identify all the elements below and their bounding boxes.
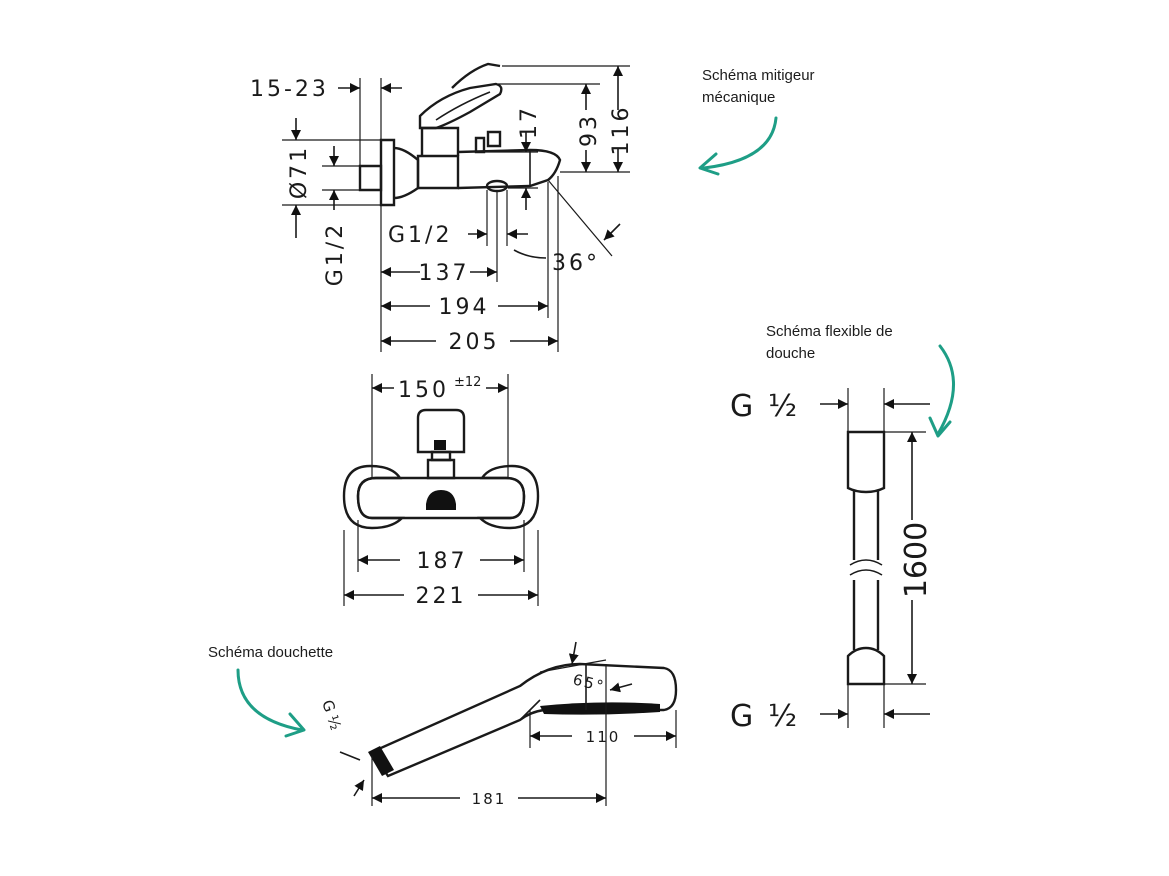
annotation-handshower-label: Schéma douchette: [208, 644, 334, 661]
mixer-side-view: 15-23 116 93 17 Ø71 G1/2: [250, 62, 634, 355]
annotation-arrow-mixer: [698, 116, 778, 176]
dim-137-label: 137: [419, 261, 470, 286]
hose-top-g-fraction: ½: [768, 389, 797, 424]
mixer-front-view: 150 ±12 187 221: [342, 374, 540, 609]
dim-110-label: 110: [586, 728, 621, 746]
annotation-arrow-handshower: [236, 668, 306, 738]
dim-g12-vertical-label: G1/2: [323, 222, 348, 286]
dim-150-label: 150: [398, 378, 449, 403]
dim-17-label: 17: [517, 105, 542, 139]
handshower-g-label: G: [318, 698, 339, 717]
handshower-g-fraction: ½: [323, 713, 345, 734]
dim-181-label: 181: [472, 790, 507, 808]
dim-65-label: 65°: [571, 670, 607, 695]
dim-15-23-label: 15-23: [250, 77, 329, 102]
annotation-hose-label: Schéma flexible de douche: [766, 323, 893, 362]
dim-g12-label: G1/2: [388, 223, 452, 248]
dim-o71-label: Ø71: [287, 145, 312, 199]
annotation-arrow-hose: [928, 344, 955, 438]
annotation-mixer-label: Schéma mitigeur mécanique: [702, 67, 815, 106]
hose-bottom-g-label: G: [730, 699, 753, 734]
dim-1600-label: 1600: [899, 522, 934, 598]
hose-bottom-g-fraction: ½: [768, 699, 797, 734]
dim-36-label: 36°: [552, 251, 600, 276]
dim-187-label: 187: [417, 549, 468, 574]
dim-205-label: 205: [449, 330, 500, 355]
dim-150-tolerance: ±12: [454, 375, 481, 390]
shower-hose-drawing: G ½ G ½ 1600: [730, 388, 934, 734]
dim-116-label: 116: [609, 105, 634, 156]
hose-top-g-label: G: [730, 389, 753, 424]
handshower-drawing: G ½ 65° 110 181: [318, 641, 678, 808]
dim-221-label: 221: [416, 584, 467, 609]
dim-93-label: 93: [577, 113, 602, 147]
dim-194-label: 194: [439, 295, 490, 320]
